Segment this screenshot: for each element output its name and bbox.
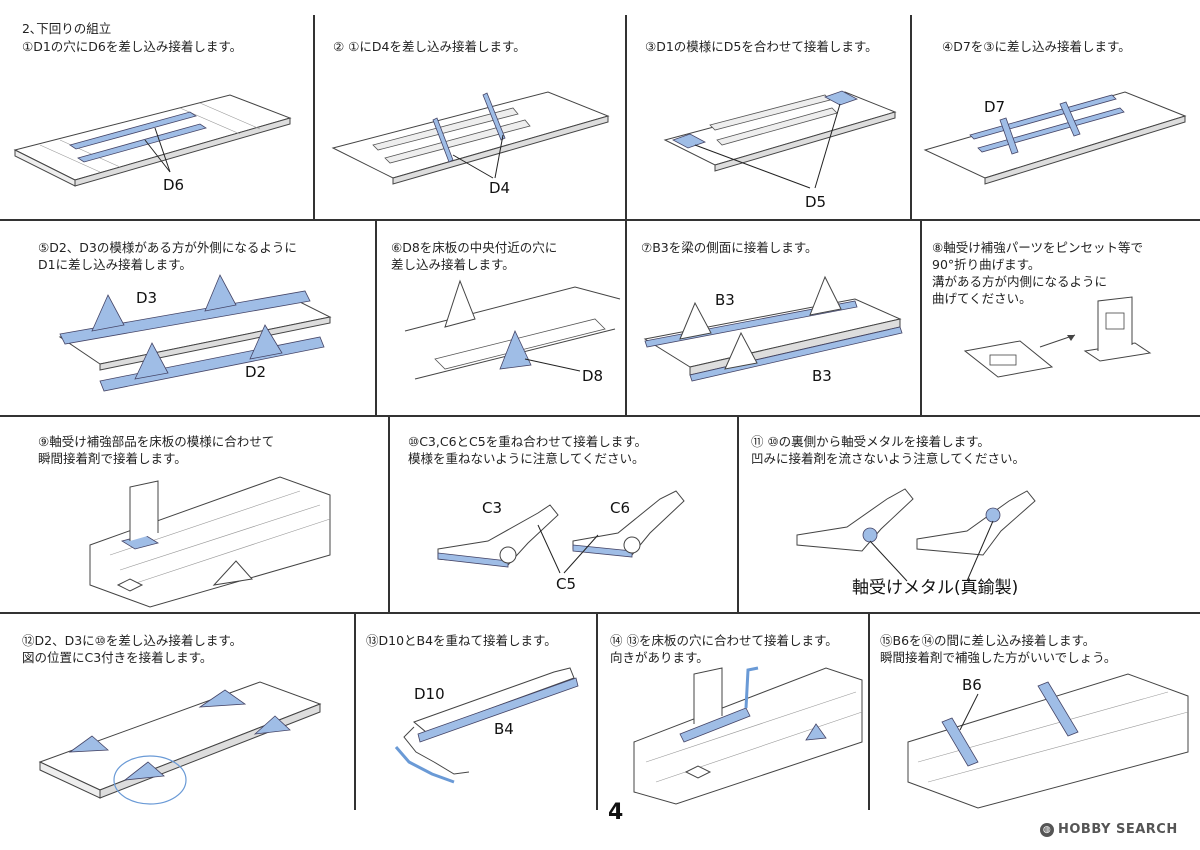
label-B6: B6 (962, 676, 982, 694)
step-3-illustration: D5 (663, 90, 897, 211)
label-D5: D5 (805, 193, 826, 211)
step-8-panel: ⑧軸受け補強パーツをピンセット等で 90°折り曲げます。 溝がある方が内側になる… (920, 219, 1200, 415)
label-B3-top: B3 (715, 291, 735, 309)
step-3-panel: ③D1の模様にD5を合わせて接着します。 D5 (625, 0, 910, 219)
brand-watermark: ◍ HOBBY SEARCH (1040, 822, 1178, 837)
step-6-panel: ⑥D8を床板の中央付近の穴に 差し込み接着します。 D8 (375, 219, 625, 415)
row-divider (0, 612, 1200, 614)
label-C5: C5 (556, 575, 576, 593)
section-title: 2､下回りの組立 (22, 21, 112, 36)
col-divider (868, 612, 870, 810)
step-3-text: ③D1の模様にD5を合わせて接着します。 (645, 39, 878, 54)
step-5-illustration: D3 D2 (58, 274, 332, 392)
step-8-illustration (963, 296, 1152, 378)
col-divider (910, 15, 912, 219)
col-divider (737, 415, 739, 612)
step-1-panel: 2､下回りの組立 ①D1の穴にD6を差し込み接着します。 D6 (0, 0, 313, 219)
brand-logo-icon: ◍ (1040, 822, 1054, 837)
row-divider (0, 219, 1200, 221)
label-D8: D8 (582, 367, 603, 385)
step-7-text: ⑦B3を梁の側面に接着します。 (641, 240, 818, 255)
step-12-illustration (38, 681, 322, 805)
col-divider (596, 612, 598, 810)
label-D2: D2 (245, 363, 266, 381)
step-12-panel: ⑫D2、D3に⑩を差し込み接着します。 図の位置にC3付きを接着します。 (0, 612, 354, 810)
step-10-illustration: C3 C6 C5 (437, 490, 685, 593)
label-D7: D7 (984, 98, 1005, 116)
step-15-illustration: B6 (907, 673, 1189, 809)
step-10-panel: ⑩C3,C6とC5を重ね合わせて接着します。 模様を重ねないように注意してくださ… (388, 415, 737, 612)
step-4-text: ④D7を③に差し込み接着します。 (942, 39, 1131, 54)
step-1-illustration: D6 (13, 94, 292, 194)
step-6-illustration: D8 (404, 279, 621, 385)
step-1-text: ①D1の穴にD6を差し込み接着します。 (22, 39, 243, 54)
label-D4: D4 (489, 179, 510, 197)
step-11-illustration: 軸受けメタル(真鍮製) (796, 488, 1036, 598)
step-2-panel: ② ①にD4を差し込み接着します。 D4 (313, 0, 625, 219)
col-divider (388, 415, 390, 612)
row-divider (0, 415, 1200, 417)
col-divider (375, 219, 377, 415)
step-11-panel: ⑪ ⑩の裏側から軸受メタルを接着します。 凹みに接着剤を流さないよう注意してくだ… (737, 415, 1200, 612)
step-15-text: ⑮B6を⑭の間に差し込み接着します。 瞬間接着剤で補強した方がいいでしょう。 (880, 633, 1117, 665)
step-11-text: ⑪ ⑩の裏側から軸受メタルを接着します。 凹みに接着剤を流さないよう注意してくだ… (751, 434, 1026, 466)
step-5-text: ⑤D2、D3の模様がある方が外側になるように D1に差し込み接着します。 (38, 240, 297, 272)
label-D10: D10 (414, 685, 445, 703)
step-14-text: ⑭ ⑬を床板の穴に合わせて接着します。 向きがあります。 (610, 633, 838, 665)
label-B3-bottom: B3 (812, 367, 832, 385)
label-bearing-metal: 軸受けメタル(真鍮製) (852, 578, 1018, 598)
step-8-text: ⑧軸受け補強パーツをピンセット等で 90°折り曲げます。 溝がある方が内側になる… (932, 240, 1143, 306)
step-9-illustration (89, 476, 331, 608)
col-divider (625, 219, 627, 415)
step-12-text: ⑫D2、D3に⑩を差し込み接着します。 図の位置にC3付きを接着します。 (22, 633, 243, 665)
step-9-text: ⑨軸受け補強部品を床板の模様に合わせて 瞬間接着剤で接着します。 (38, 434, 275, 466)
step-15-panel: ⑮B6を⑭の間に差し込み接着します。 瞬間接着剤で補強した方がいいでしょう。 B… (868, 612, 1200, 810)
step-6-text: ⑥D8を床板の中央付近の穴に 差し込み接着します。 (391, 240, 558, 272)
step-9-panel: ⑨軸受け補強部品を床板の模様に合わせて 瞬間接着剤で接着します。 (0, 415, 388, 612)
step-7-illustration: B3 B3 (643, 275, 903, 385)
step-10-text: ⑩C3,C6とC5を重ね合わせて接着します。 模様を重ねないように注意してくださ… (408, 434, 647, 466)
step-5-panel: ⑤D2、D3の模様がある方が外側になるように D1に差し込み接着します。 D3 … (0, 219, 375, 415)
label-C3: C3 (482, 499, 502, 517)
step-13-panel: ⑬D10とB4を重ねて接着します。 D10 B4 (354, 612, 596, 810)
label-D6: D6 (163, 176, 184, 194)
col-divider (313, 15, 315, 219)
step-7-panel: ⑦B3を梁の側面に接着します。 B3 B3 (625, 219, 920, 415)
step-2-text: ② ①にD4を差し込み接着します。 (333, 39, 526, 54)
step-13-text: ⑬D10とB4を重ねて接着します。 (366, 633, 557, 648)
label-C6: C6 (610, 499, 630, 517)
col-divider (354, 612, 356, 810)
label-B4: B4 (494, 720, 514, 738)
step-4-panel: ④D7を③に差し込み接着します。 D7 (910, 0, 1200, 219)
col-divider (625, 15, 627, 219)
label-D3: D3 (136, 289, 157, 307)
step-2-illustration: D4 (331, 91, 610, 197)
step-14-panel: ⑭ ⑬を床板の穴に合わせて接着します。 向きがあります。 (596, 612, 868, 810)
step-13-illustration: D10 B4 (394, 667, 579, 784)
page-number: 4 (608, 800, 624, 825)
step-14-illustration (633, 666, 863, 805)
brand-name: HOBBY SEARCH (1058, 822, 1178, 837)
step-4-illustration: D7 (923, 91, 1187, 185)
col-divider (920, 219, 922, 415)
